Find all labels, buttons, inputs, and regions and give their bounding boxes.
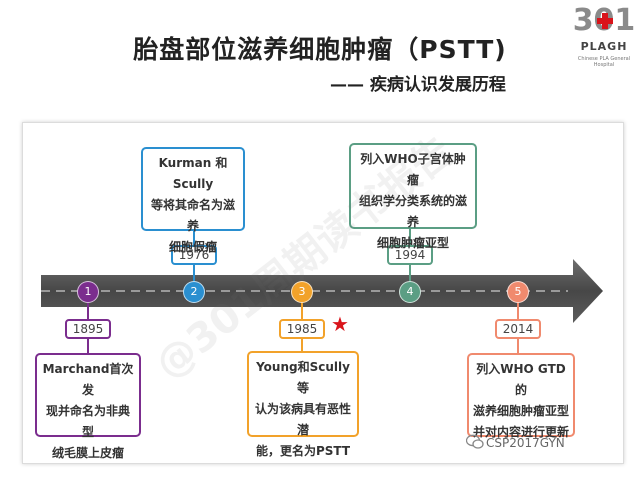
red-cross-icon: [597, 13, 613, 29]
milestone-year-1: 1895: [65, 319, 111, 339]
milestone-card-3: Young和Scully等 认为该病具有恶性潜 能，更名为PSTT: [247, 351, 359, 458]
milestone-marker-5: 5: [507, 281, 529, 303]
milestone-year-2: 1976: [171, 245, 217, 265]
milestone-card-5: 列入WHO GTD的 滋养细胞肿瘤亚型 并对内容进行更新: [467, 353, 575, 439]
page-subtitle: —— 疾病认识发展历程: [330, 75, 506, 95]
wechat-icon: [466, 434, 484, 449]
logo-brand: PLAGH: [580, 40, 628, 53]
milestone-card-2: Kurman 和Scully 等将其命名为滋养 细胞假瘤: [141, 147, 245, 254]
timeline-frame: 1 1895 Marchand首次发 现并命名为非典型 绒毛膜上皮瘤 2 197…: [22, 122, 624, 464]
milestone-marker-4: 4: [399, 281, 421, 303]
milestone-marker-3: 3: [291, 281, 313, 303]
milestone-card-1: Marchand首次发 现并命名为非典型 绒毛膜上皮瘤: [35, 353, 141, 460]
milestone-year-5: 2014: [495, 319, 541, 339]
milestone-card-4: 列入WHO子宫体肿瘤 组织学分类系统的滋养 细胞肿瘤亚型: [349, 143, 477, 250]
milestone-marker-1: 1: [77, 281, 99, 303]
milestone-year-4: 1994: [387, 245, 433, 265]
timeline-arrow-body: [41, 259, 603, 323]
milestone-year-3: 1985: [279, 319, 325, 339]
hospital-logo: 301 PLAGH Chinese PLA General Hospital: [572, 4, 636, 74]
wechat-account-label: CSP2017GYN: [486, 436, 565, 450]
milestone-marker-2: 2: [183, 281, 205, 303]
page-title: 胎盘部位滋养细胞肿瘤（PSTT): [133, 35, 507, 64]
highlight-star-icon: ★: [331, 312, 349, 336]
logo-tagline: Chinese PLA General Hospital: [577, 56, 631, 68]
